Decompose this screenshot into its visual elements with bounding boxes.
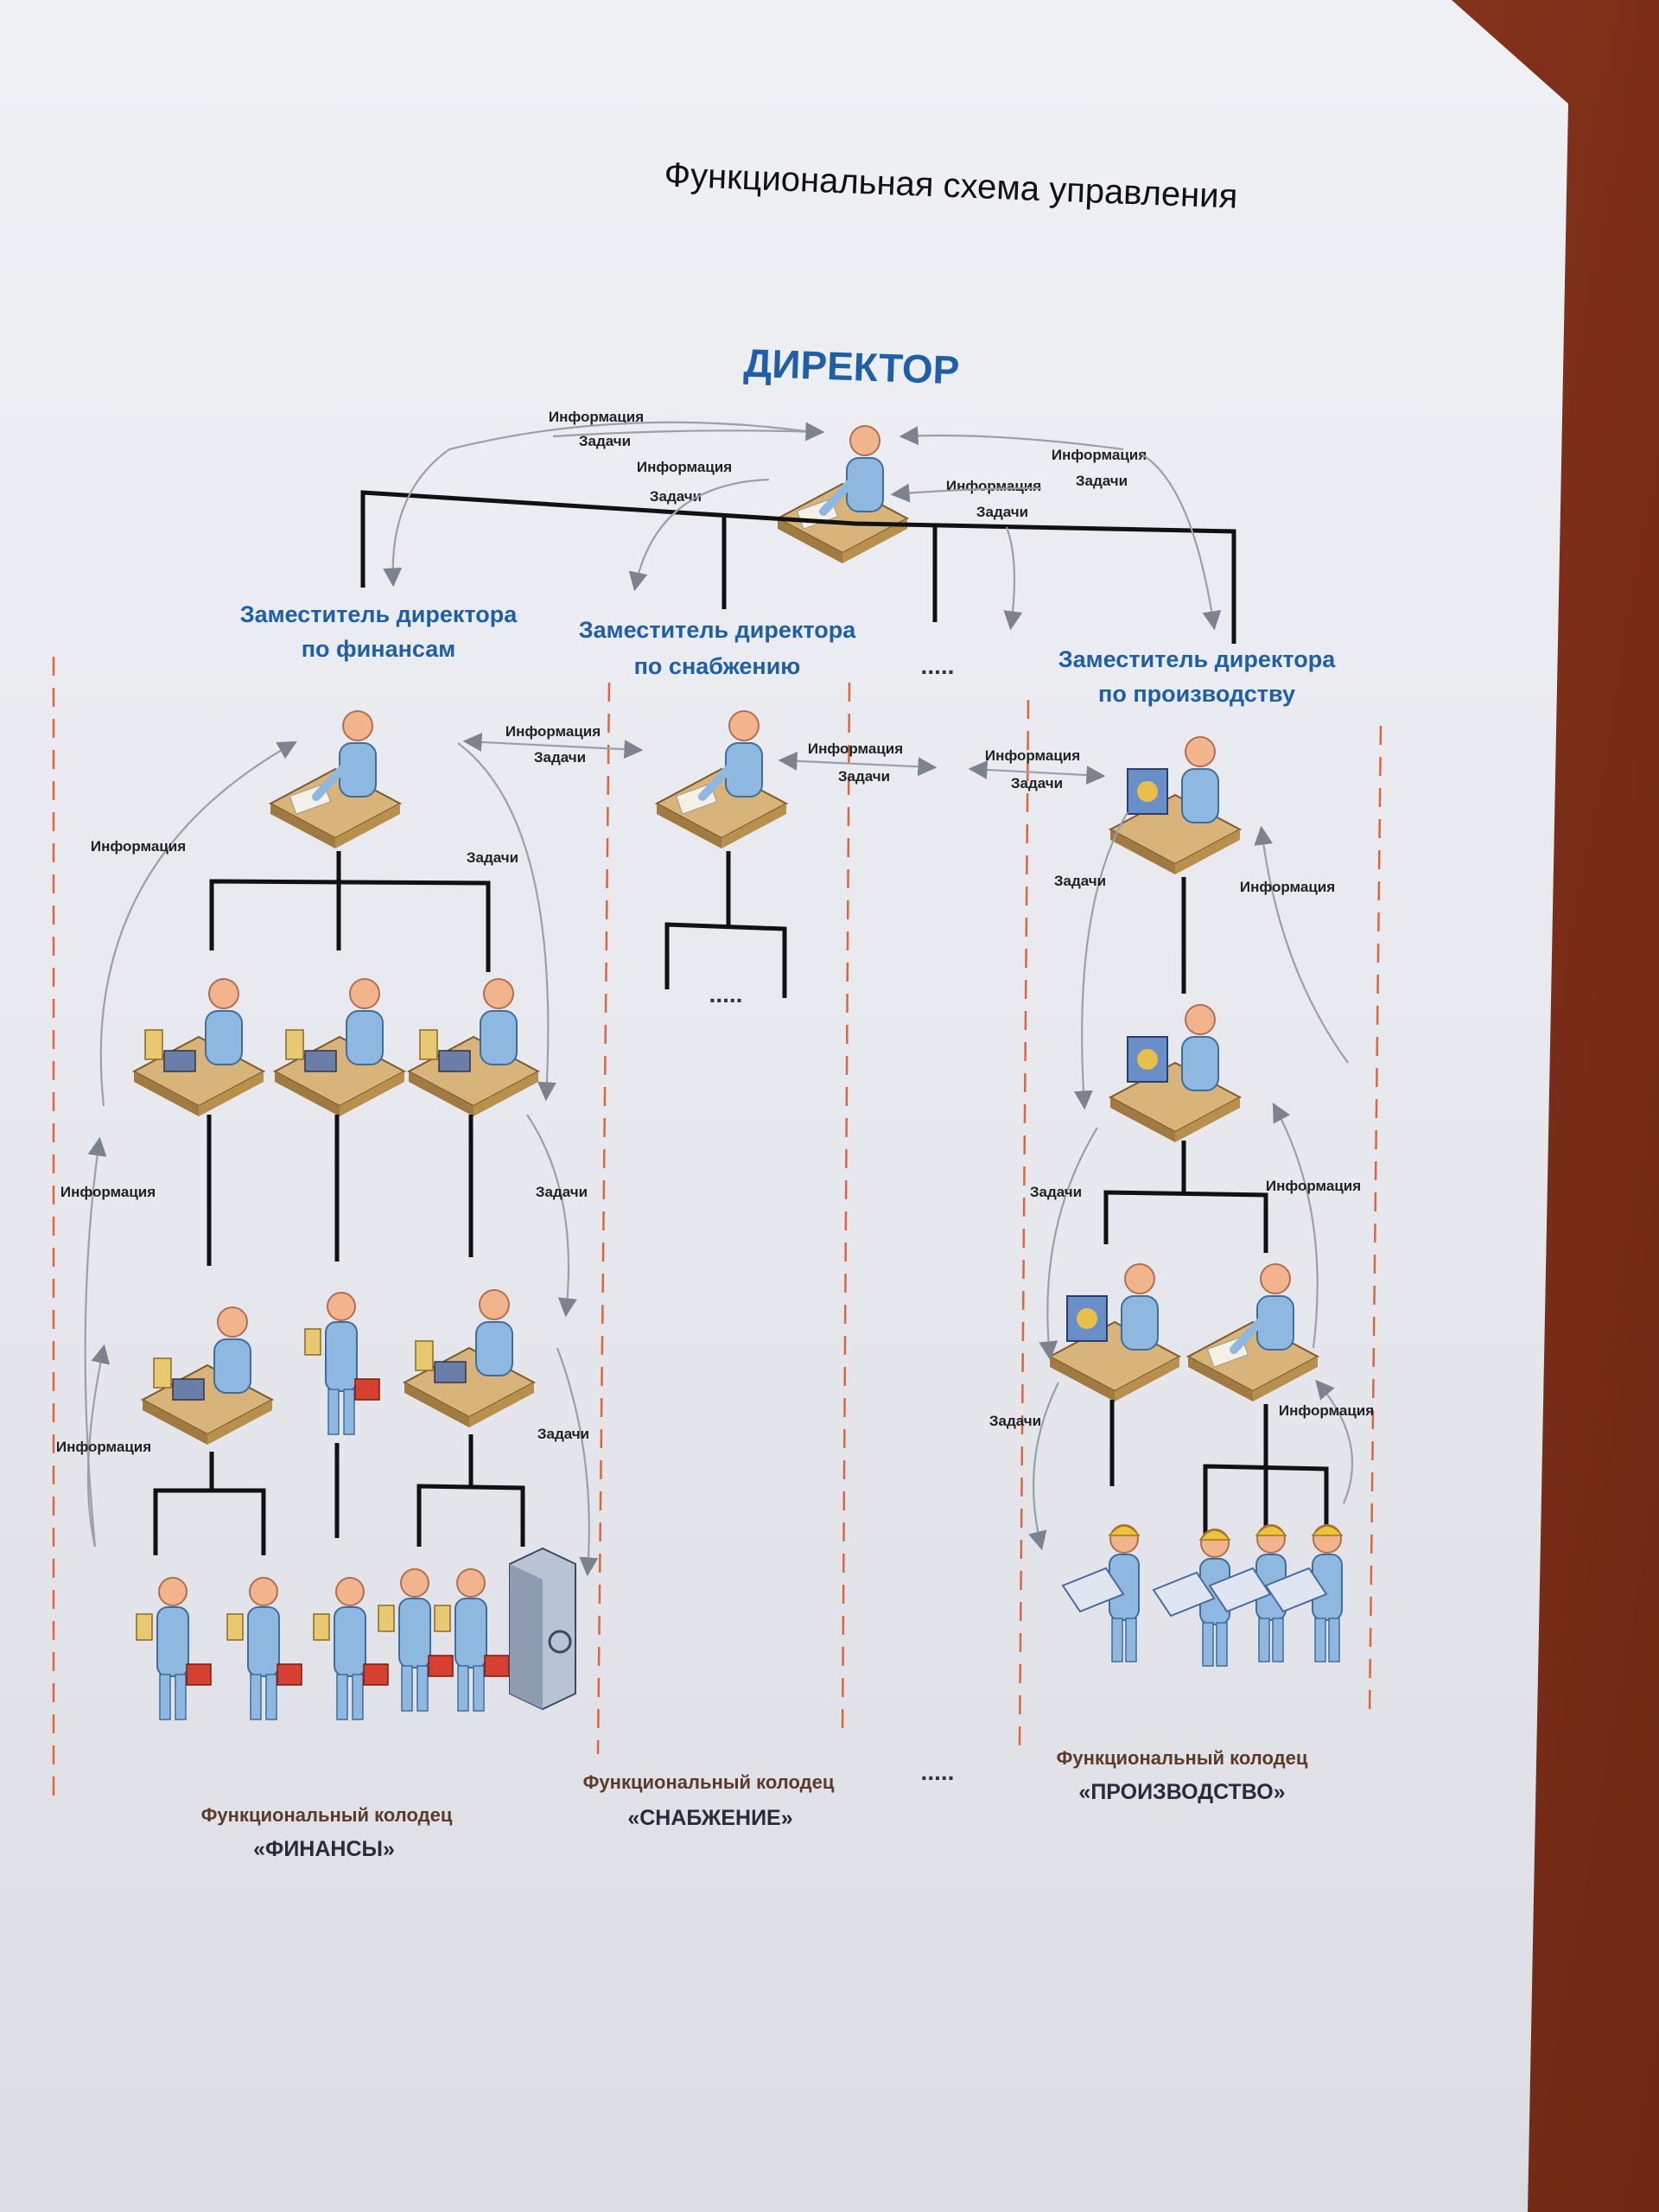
director-connector-tree (360, 490, 1236, 644)
peer-tasks-label-2: Задачи (838, 768, 890, 785)
director-figure (778, 426, 907, 563)
finance-level4-clerk-1 (136, 1577, 212, 1720)
deputy-production-line2: по производству (1098, 681, 1295, 707)
deputy-supply-line1: Заместитель директора (579, 617, 857, 643)
production-deputy-figure (1109, 736, 1241, 875)
director-tasks-label-4: Задачи (1076, 473, 1128, 489)
deputy-finance-line2: по финансам (302, 636, 456, 662)
director-flow-arrows (383, 421, 1222, 631)
well-supply-line2: «СНАБЖЕНИЕ» (627, 1806, 792, 1830)
deputy-production-line1: Заместитель директора (1058, 646, 1337, 672)
director-info-label-1: Информация (549, 409, 644, 425)
production-column: Задачи Информация Задачи Информация Зада… (989, 736, 1374, 1667)
peer-tasks-label-3: Задачи (1011, 775, 1063, 791)
director-tasks-label-1: Задачи (579, 433, 631, 449)
production-level2-figure (1109, 1004, 1241, 1143)
finance-level3-clerk (304, 1292, 380, 1435)
well-finance-line1: Функциональный колодец (201, 1804, 453, 1826)
finance-flow-arrows (84, 741, 599, 1577)
finance-level3-cashier-2 (404, 1289, 535, 1428)
peer-info-label-1: Информация (505, 723, 601, 740)
director-tasks-label-2: Задачи (650, 488, 702, 505)
director-info-label-2: Информация (637, 459, 732, 475)
finance-level2-cashier-2 (274, 978, 405, 1117)
finance-tasks-label-1: Задачи (467, 849, 518, 866)
production-level3-figure-2 (1188, 1264, 1318, 1402)
director-heading: ДИРЕКТОР (743, 340, 961, 393)
deputy-supply-line2: по снабжению (634, 653, 801, 679)
finance-info-label-2: Информация (60, 1184, 156, 1200)
finance-level4-clerk-3 (313, 1577, 389, 1720)
peer-info-label-3: Информация (985, 747, 1080, 764)
well-production-line2: «ПРОИЗВОДСТВО» (1078, 1780, 1285, 1804)
finance-level4-clerk-5 (434, 1568, 510, 1712)
deputy-ellipsis: ..... (921, 652, 955, 679)
director-tasks-label-3: Задачи (976, 504, 1028, 520)
finance-tasks-label-2: Задачи (536, 1184, 588, 1200)
well-production-line1: Функциональный колодец (1057, 1747, 1308, 1769)
production-info-label-3: Информация (1279, 1402, 1374, 1419)
finance-column: Информация Задачи Информация Задачи Инфо… (56, 711, 599, 1720)
peer-tasks-label-1: Задачи (534, 749, 586, 766)
production-worker-1 (1062, 1524, 1140, 1662)
deputy-finance-line1: Заместитель директора (240, 601, 518, 627)
middle-ellipsis: ..... (921, 1758, 955, 1785)
director-info-label-4: Информация (1052, 447, 1147, 463)
finance-level2-cashier-3 (408, 978, 539, 1117)
paper-sheet (0, 0, 1568, 2212)
production-tasks-label-3: Задачи (989, 1413, 1041, 1429)
peer-info-label-2: Информация (808, 741, 903, 757)
finance-safe (508, 1547, 577, 1711)
finance-info-label-1: Информация (91, 838, 186, 855)
production-info-label-1: Информация (1240, 879, 1335, 895)
production-tasks-label-2: Задачи (1030, 1184, 1082, 1200)
finance-info-label-3: Информация (56, 1439, 151, 1455)
production-level3-figure-1 (1049, 1263, 1180, 1402)
supply-deputy-figure (657, 711, 786, 849)
finance-level3-cashier-1 (142, 1306, 273, 1446)
director-info-label-3: Информация (946, 478, 1041, 494)
finance-level2-cashier-1 (133, 978, 264, 1117)
production-flow-arrows (1028, 811, 1354, 1551)
finance-tasks-label-3: Задачи (537, 1426, 589, 1442)
supply-ellipsis: ..... (709, 981, 743, 1007)
production-tasks-label-1: Задачи (1054, 873, 1106, 889)
finance-level4-clerk-4 (378, 1568, 454, 1712)
well-supply-line1: Функциональный колодец (583, 1771, 835, 1793)
well-finance-line2: «ФИНАНСЫ» (253, 1837, 395, 1861)
supply-column: ..... (657, 711, 786, 1007)
diagram-title: Функциональная схема управления (664, 156, 1238, 215)
finance-level4-clerk-2 (226, 1577, 302, 1720)
production-info-label-2: Информация (1266, 1178, 1361, 1194)
peer-flow-arrows (462, 732, 1106, 785)
finance-deputy-figure (270, 711, 400, 849)
column-separators (52, 657, 1382, 1797)
